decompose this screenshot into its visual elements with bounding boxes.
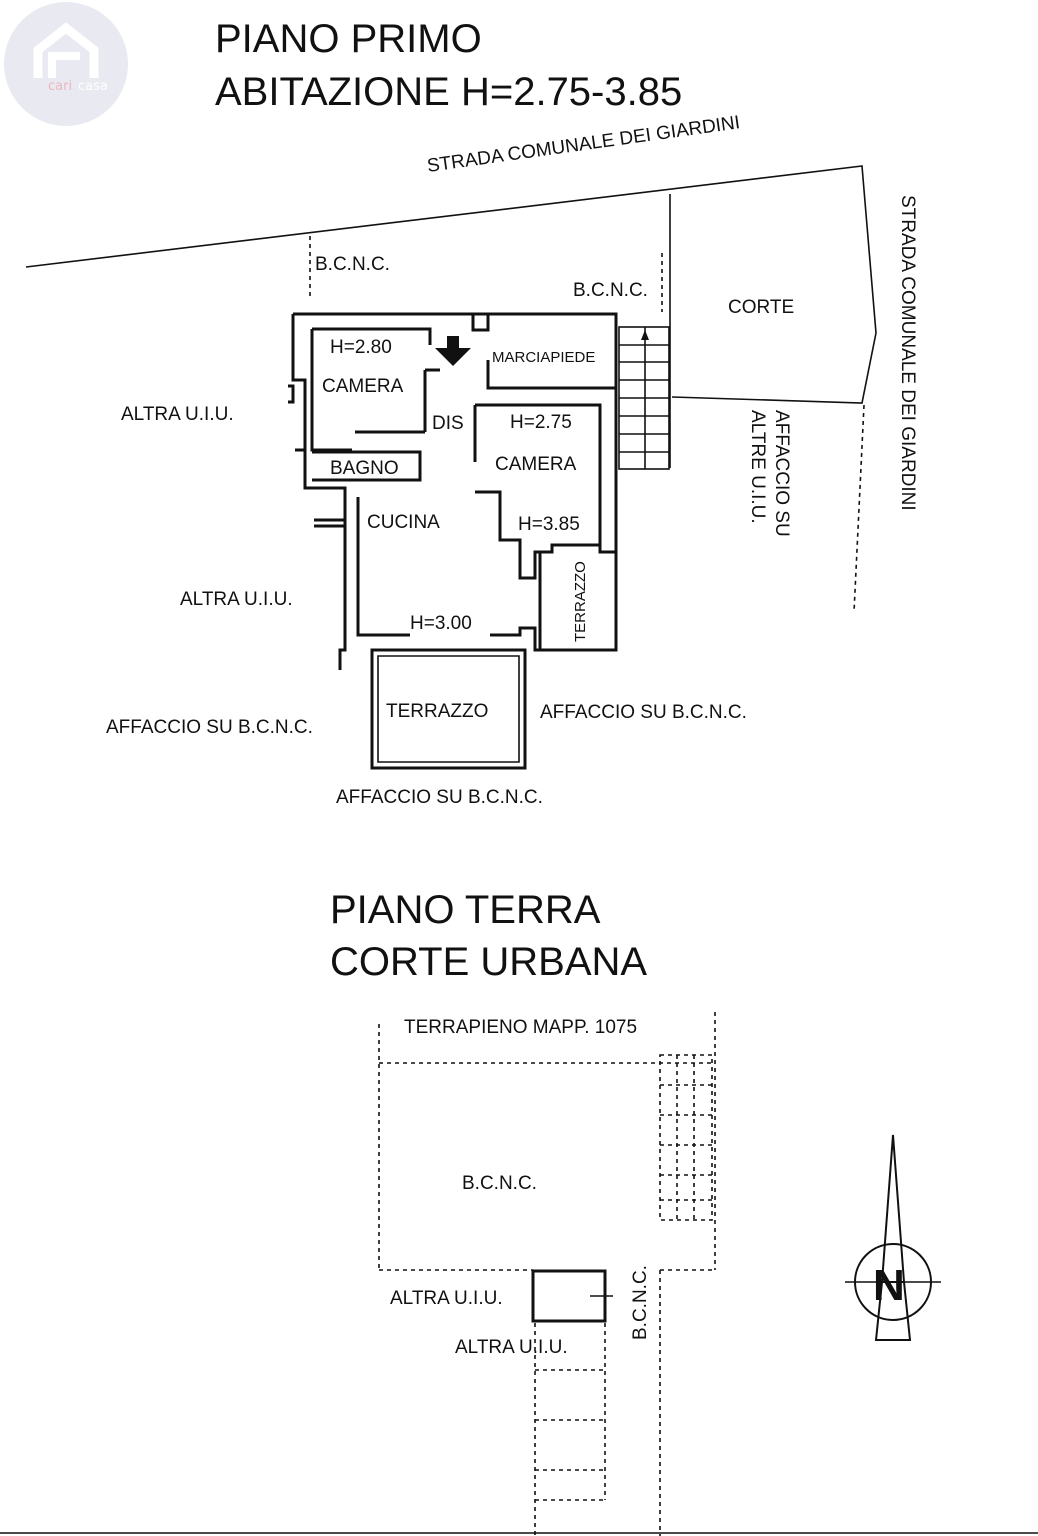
- logo: cari casa: [4, 2, 128, 126]
- bcnc-label-left: B.C.N.C.: [315, 254, 390, 275]
- altra-uiu-ground-2: ALTRA U.I.U.: [455, 1337, 568, 1358]
- camera-2-height-2: H=3.85: [518, 514, 580, 535]
- stairs-exterior: [618, 326, 670, 470]
- corte-east-dashed: [853, 404, 865, 613]
- north-compass-icon: N: [845, 1134, 941, 1341]
- affaccio-bottom-label: AFFACCIO SU B.C.N.C.: [336, 787, 543, 808]
- entrance-arrow-icon: [435, 336, 471, 366]
- marciapiede-label: MARCIAPIEDE: [492, 349, 595, 366]
- affaccio-altre-line2: ALTRE U.I.U.: [747, 410, 768, 524]
- terrazzo-label: TERRAZZO: [386, 701, 488, 722]
- camera-2-height: H=2.75: [510, 412, 572, 433]
- ground-floor-plan: [378, 1012, 716, 1536]
- cucina-height: H=3.00: [410, 613, 472, 634]
- logo-text-post: casa: [78, 79, 108, 94]
- apartment-walls: [288, 312, 618, 770]
- road-label-top: STRADA COMUNALE DEI GIARDINI: [426, 112, 742, 177]
- bagno-label: BAGNO: [330, 458, 399, 479]
- terrapieno-label: TERRAPIENO MAPP. 1075: [404, 1017, 637, 1038]
- bcnc-ground-label: B.C.N.C.: [462, 1173, 537, 1194]
- camera-2-label: CAMERA: [495, 454, 577, 475]
- camera-1-label: CAMERA: [322, 376, 404, 397]
- bcnc-ground-vertical-label: B.C.N.C.: [630, 1265, 651, 1340]
- compass-letter: N: [873, 1261, 905, 1310]
- bcnc-label-right: B.C.N.C.: [573, 280, 648, 301]
- first-floor-title: PIANO PRIMO: [215, 17, 482, 61]
- altra-uiu-ground-1: ALTRA U.I.U.: [390, 1288, 503, 1309]
- terrazzo-side-label: TERRAZZO: [572, 561, 589, 642]
- affaccio-left-label: AFFACCIO SU B.C.N.C.: [106, 717, 313, 738]
- road-boundary: [25, 165, 877, 404]
- road-label-right: STRADA COMUNALE DEI GIARDINI: [897, 195, 918, 511]
- affaccio-altre-line1: AFFACCIO SU: [771, 410, 792, 537]
- ground-floor-title: PIANO TERRA: [330, 888, 601, 932]
- logo-text-pre: cari: [48, 79, 72, 94]
- camera-1-height: H=2.80: [330, 337, 392, 358]
- cucina-label: CUCINA: [367, 512, 440, 533]
- ground-floor-subtitle: CORTE URBANA: [330, 940, 647, 984]
- first-floor-subtitle: ABITAZIONE H=2.75-3.85: [215, 70, 682, 114]
- affaccio-right-label: AFFACCIO SU B.C.N.C.: [540, 702, 747, 723]
- altra-uiu-label-1: ALTRA U.I.U.: [121, 404, 234, 425]
- altra-uiu-label-2: ALTRA U.I.U.: [180, 589, 293, 610]
- corte-label: CORTE: [728, 297, 794, 318]
- dis-label: DIS: [432, 413, 464, 434]
